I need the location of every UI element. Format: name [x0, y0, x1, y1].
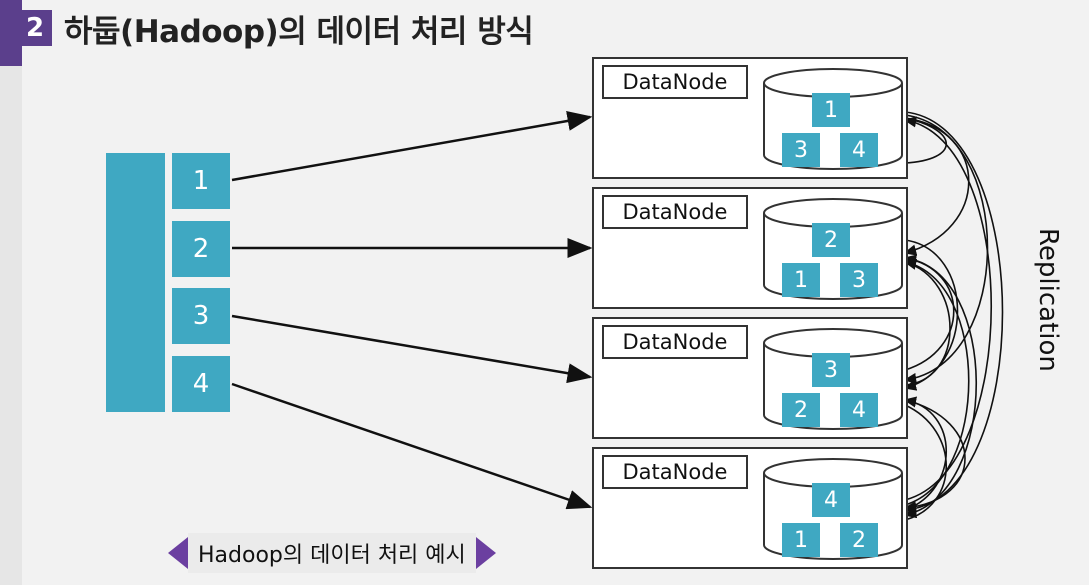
file-bar — [106, 153, 165, 412]
arrow-block-4 — [231, 382, 593, 510]
arrow-block-1 — [231, 111, 593, 182]
stored-block: 2 — [782, 393, 820, 427]
file-block-2: 2 — [172, 221, 230, 277]
left-margin-bar — [0, 0, 22, 585]
file-block-3: 3 — [172, 288, 230, 344]
disk-cylinder: 1 3 4 — [762, 67, 904, 170]
stored-block: 3 — [840, 263, 878, 297]
stored-block: 4 — [812, 483, 850, 517]
replication-label: Replication — [1033, 228, 1063, 372]
datanode-1: DataNode 1 3 4 — [592, 57, 908, 179]
datanode-label: DataNode — [602, 65, 748, 99]
file-block-1: 1 — [172, 153, 230, 209]
datanode-4: DataNode 4 1 2 — [592, 447, 908, 569]
stored-block: 2 — [812, 223, 850, 257]
datanode-label: DataNode — [602, 195, 748, 229]
caption-left-arrow-icon — [168, 537, 188, 569]
caption: Hadoop의 데이터 처리 예시 — [168, 533, 496, 573]
stored-block: 3 — [782, 133, 820, 167]
left-accent — [0, 0, 22, 66]
datanode-2: DataNode 2 1 3 — [592, 187, 908, 309]
datanode-label: DataNode — [602, 455, 748, 489]
stored-block: 4 — [840, 393, 878, 427]
disk-cylinder: 4 1 2 — [762, 457, 904, 560]
page-title: 하둡(Hadoop)의 데이터 처리 방식 — [64, 14, 534, 50]
stored-block: 2 — [840, 523, 878, 557]
stored-block: 1 — [782, 523, 820, 557]
caption-right-arrow-icon — [475, 537, 496, 569]
caption-text: Hadoop의 데이터 처리 예시 — [188, 533, 476, 573]
stored-block: 1 — [782, 263, 820, 297]
disk-cylinder: 3 2 4 — [762, 327, 904, 430]
stored-block: 1 — [812, 93, 850, 127]
replication-arrows — [903, 111, 1004, 521]
stored-block: 3 — [812, 353, 850, 387]
arrow-block-3 — [231, 314, 593, 384]
stored-block: 4 — [840, 133, 878, 167]
disk-cylinder: 2 1 3 — [762, 197, 904, 300]
file-block-4: 4 — [172, 356, 230, 412]
section-number: 2 — [18, 10, 52, 46]
datanode-label: DataNode — [602, 325, 748, 359]
datanode-3: DataNode 3 2 4 — [592, 317, 908, 439]
